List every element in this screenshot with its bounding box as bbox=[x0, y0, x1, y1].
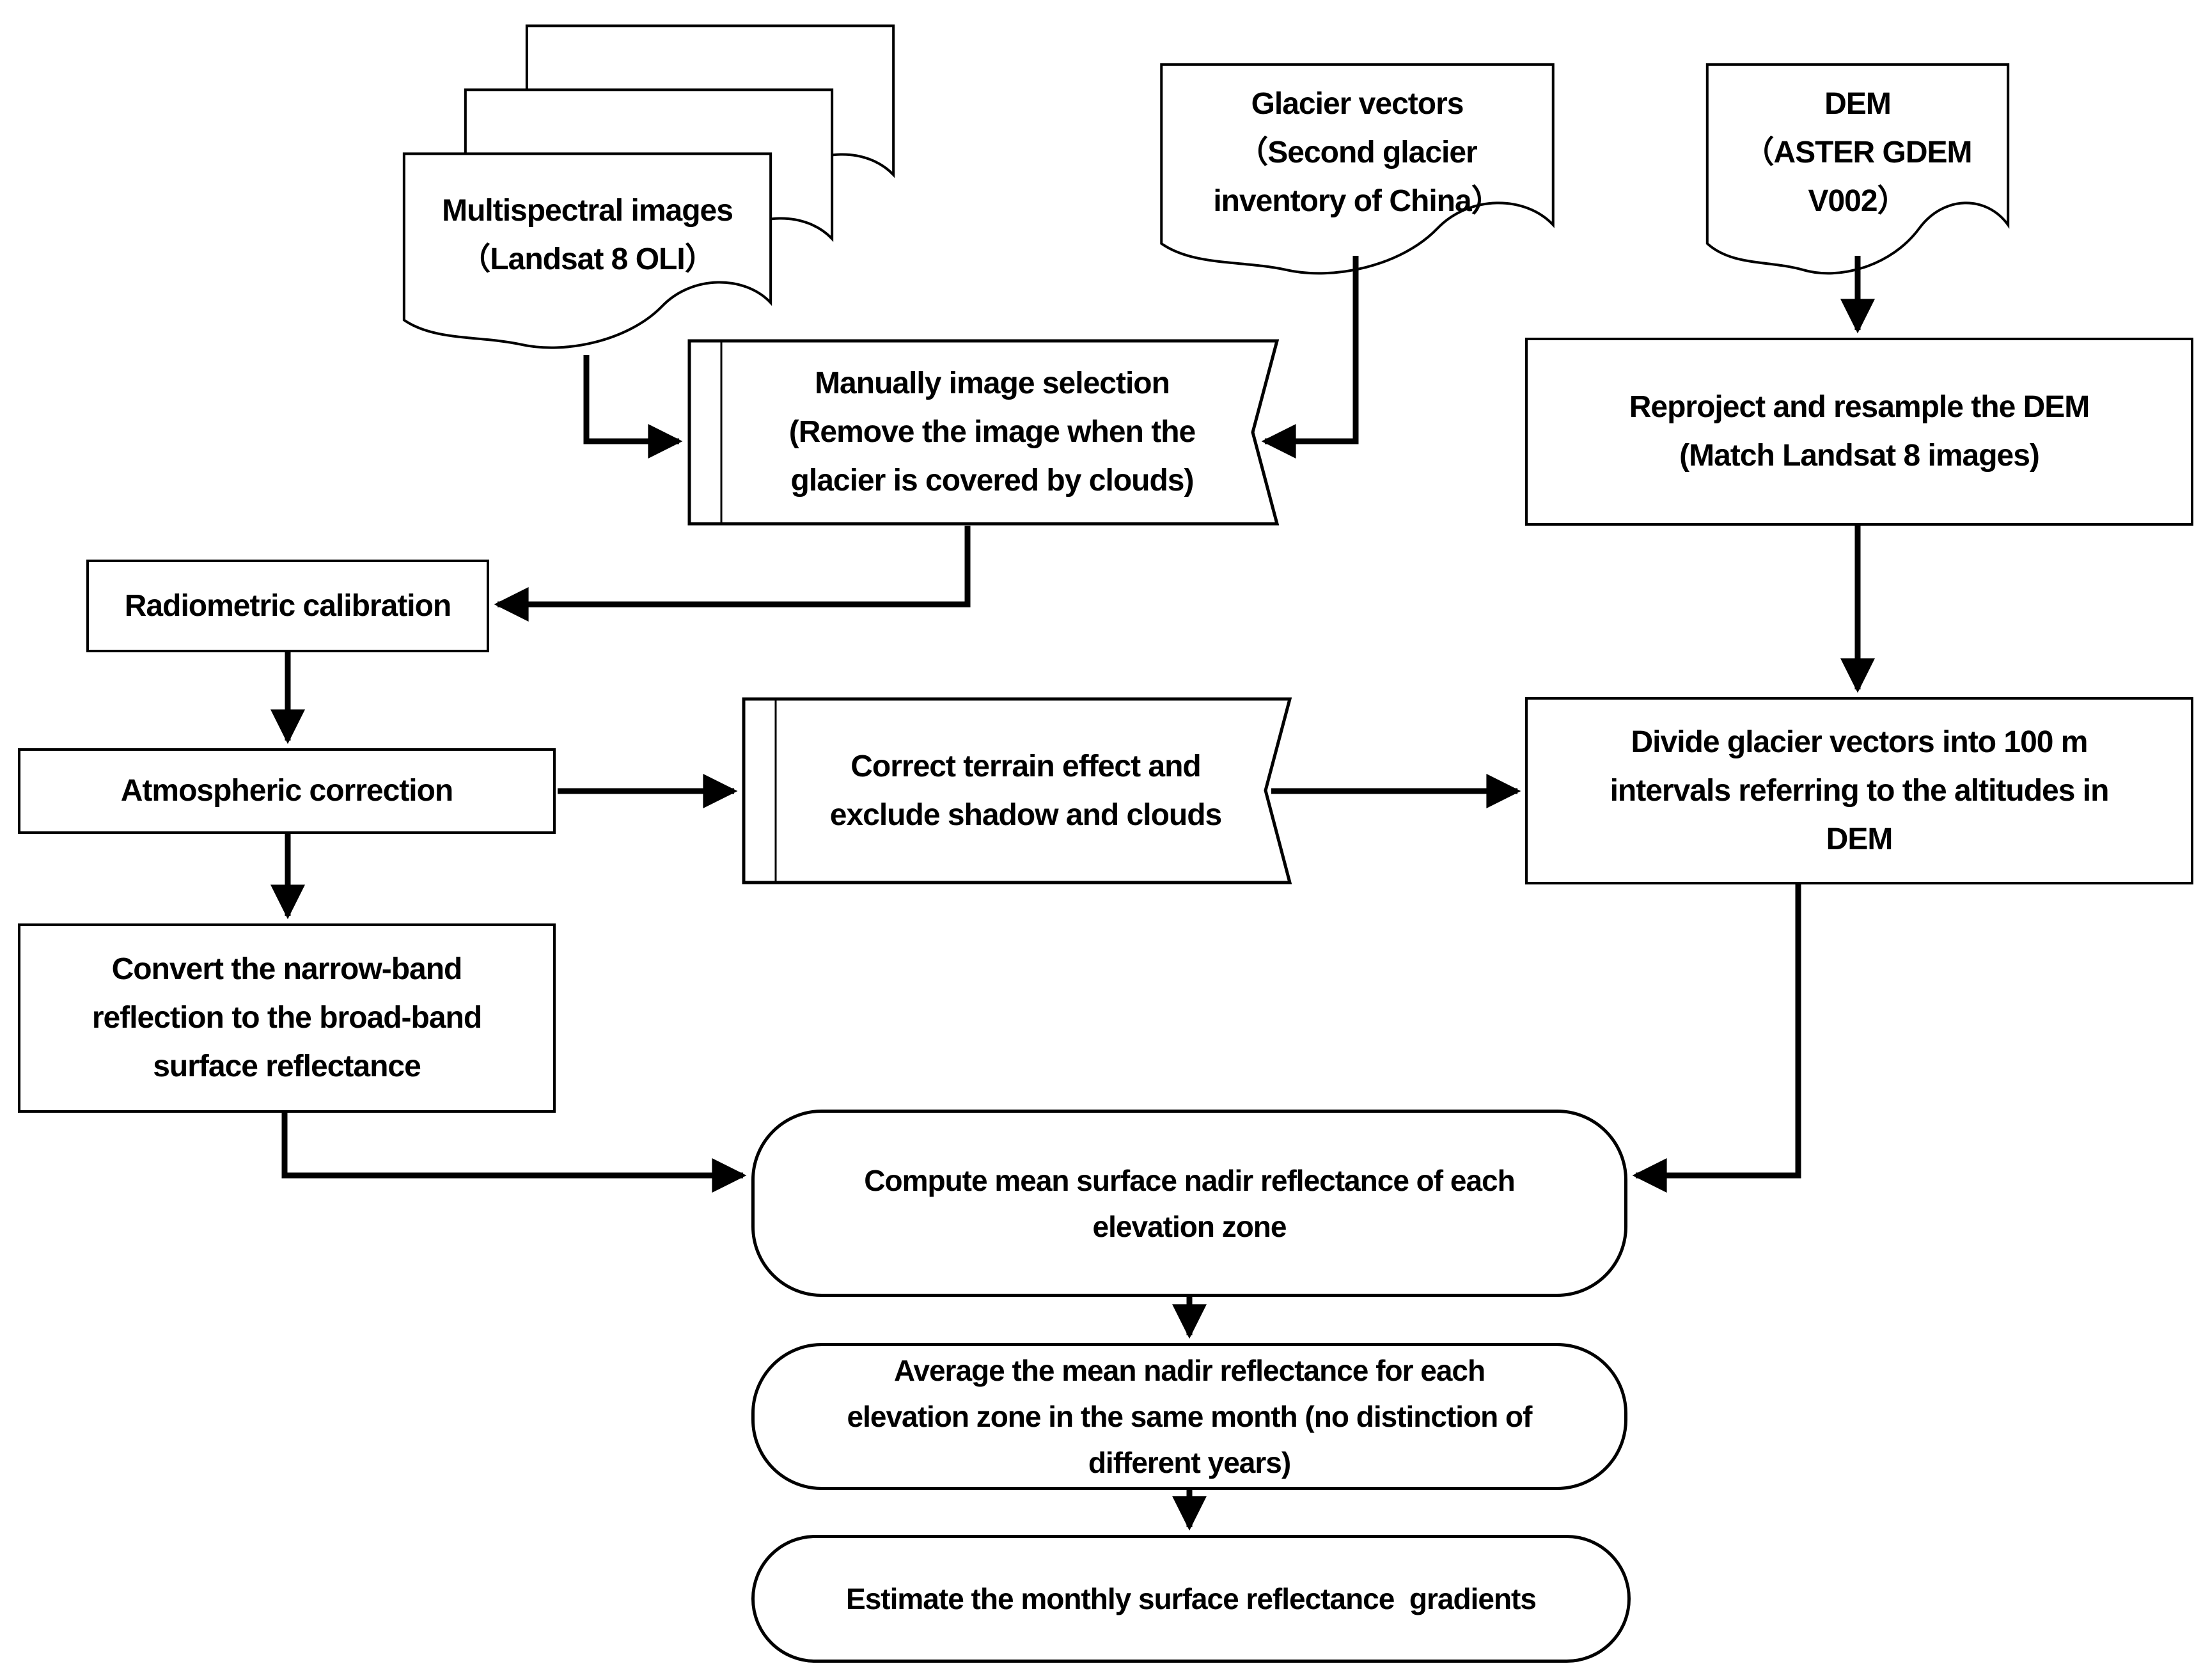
node-multispectral-images: Multispectral images （Landsat 8 OLI） bbox=[400, 150, 774, 358]
node-label-line: Glacier vectors bbox=[1251, 86, 1464, 121]
document-shape bbox=[1157, 61, 1557, 285]
document-shape bbox=[400, 150, 774, 358]
node-label-line: intervals referring to the altitudes in bbox=[1610, 773, 2110, 808]
node-label-line: inventory of China） bbox=[1213, 184, 1501, 218]
node-convert-narrowband: Convert the narrow-band reflection to th… bbox=[18, 923, 556, 1113]
node-label-line: Reproject and resample the DEM bbox=[1629, 390, 2090, 424]
node-label-line: Convert the narrow-band bbox=[111, 952, 463, 986]
node-manual-image-selection: Manually image selection (Remove the ima… bbox=[687, 339, 1279, 526]
node-label-line: V002） bbox=[1808, 184, 1908, 218]
node-label-line: DEM bbox=[1826, 822, 1893, 856]
node-label-line: （Landsat 8 OLI） bbox=[460, 242, 715, 277]
node-label-line: Radiometric calibration bbox=[124, 588, 451, 623]
node-divide-glacier-vectors: Divide glacier vectors into 100 m interv… bbox=[1525, 697, 2193, 884]
node-label-line: Average the mean nadir reflectance for e… bbox=[893, 1354, 1485, 1387]
node-label-line: surface reflectance bbox=[153, 1049, 421, 1083]
node-glacier-vectors: Glacier vectors （Second glacier inventor… bbox=[1157, 61, 1557, 285]
card-notch-shape bbox=[742, 697, 1292, 884]
node-label-line: exclude shadow and clouds bbox=[829, 797, 1222, 832]
node-correct-terrain-effect: Correct terrain effect and exclude shado… bbox=[742, 697, 1292, 884]
node-label-line: Divide glacier vectors into 100 m bbox=[1631, 725, 2089, 759]
node-label-line: Manually image selection bbox=[815, 366, 1170, 400]
node-label-line: Atmospheric correction bbox=[120, 774, 453, 808]
document-shape bbox=[1704, 61, 2011, 285]
node-label-line: Multispectral images bbox=[442, 194, 733, 228]
card-notch-shape bbox=[687, 339, 1279, 526]
connector-selection-to-radiometric bbox=[494, 526, 971, 622]
node-estimate-gradients: Estimate the monthly surface reflectance… bbox=[751, 1535, 1631, 1663]
node-label-line: reflection to the broad-band bbox=[91, 1001, 482, 1035]
node-label-line: (Match Landsat 8 images) bbox=[1679, 439, 2040, 473]
node-label-line: (Remove the image when the bbox=[788, 415, 1196, 449]
connector-divide-to-compute bbox=[1632, 884, 1801, 1193]
node-label-line: elevation zone bbox=[1092, 1209, 1287, 1243]
node-label-line: elevation zone in the same month (no dis… bbox=[847, 1400, 1533, 1433]
node-label-line: Compute mean surface nadir reflectance o… bbox=[864, 1163, 1515, 1197]
connector-convert-to-compute bbox=[281, 1113, 747, 1193]
node-label-line: different years) bbox=[1088, 1446, 1291, 1479]
node-compute-mean-reflectance: Compute mean surface nadir reflectance o… bbox=[751, 1110, 1627, 1297]
node-radiometric-calibration: Radiometric calibration bbox=[86, 560, 489, 652]
connector-multispectral-to-selection bbox=[583, 355, 683, 459]
node-label-line: （Second glacier bbox=[1237, 135, 1477, 169]
node-label-line: Estimate the monthly surface reflectance… bbox=[846, 1582, 1537, 1615]
node-reproject-resample: Reproject and resample the DEM (Match La… bbox=[1525, 338, 2193, 526]
node-label-line: Correct terrain effect and bbox=[850, 749, 1201, 783]
node-dem: DEM （ASTER GDEM V002） bbox=[1704, 61, 2011, 285]
node-label-line: glacier is covered by clouds) bbox=[790, 464, 1195, 498]
node-atmospheric-correction: Atmospheric correction bbox=[18, 748, 556, 834]
node-label-line: DEM bbox=[1824, 86, 1892, 121]
node-label-line: （ASTER GDEM bbox=[1743, 135, 1972, 169]
node-average-monthly-reflectance: Average the mean nadir reflectance for e… bbox=[751, 1343, 1627, 1490]
